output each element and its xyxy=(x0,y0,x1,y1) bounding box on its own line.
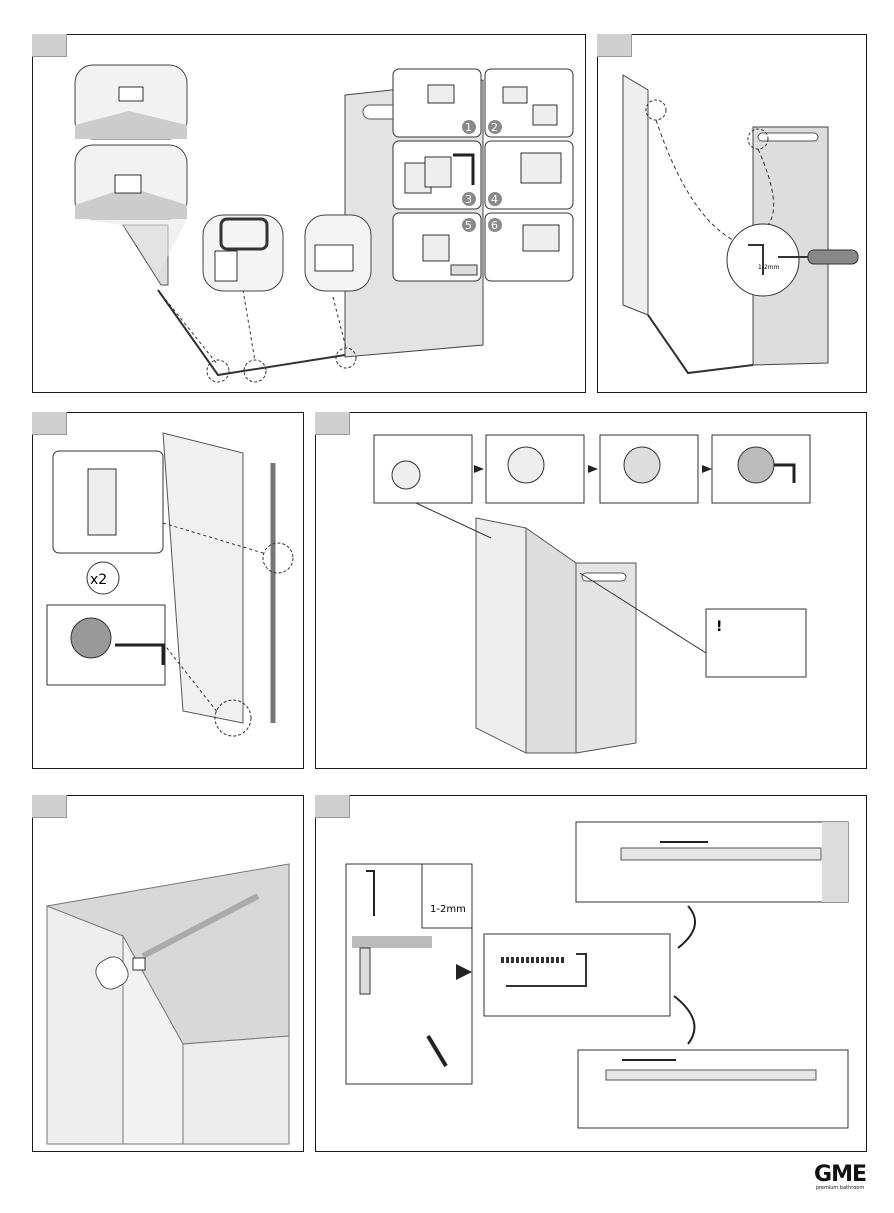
step-panel-3: x2 xyxy=(32,412,304,769)
panel-4-illustration: ! xyxy=(316,413,868,770)
step-4-badge: 4 xyxy=(491,193,498,206)
step-panel-4: ! xyxy=(315,412,867,769)
panel-1-illustration: 1 2 3 4 5 6 xyxy=(33,35,587,394)
gap-label-box: 1-2mm xyxy=(430,904,466,915)
arrow-right-icon xyxy=(588,465,598,473)
step-panel-5 xyxy=(32,795,304,1152)
step-panel-6: 1-2mm xyxy=(315,795,867,1152)
step-5-badge: 5 xyxy=(465,219,472,232)
step-panel-1: 1 2 3 4 5 6 xyxy=(32,34,586,393)
brand-logo-text: GME xyxy=(814,1165,866,1185)
step-2-badge: 2 xyxy=(491,121,498,134)
panel-3-illustration: x2 xyxy=(33,413,305,770)
step-3-badge: 3 xyxy=(465,193,472,206)
step-6-badge: 6 xyxy=(491,219,498,232)
gap-label: 1-2mm xyxy=(758,264,780,271)
warning-icon: ! xyxy=(716,619,722,635)
step-1-badge: 1 xyxy=(465,121,472,134)
panel-5-illustration xyxy=(33,796,305,1153)
arrow-right-icon xyxy=(474,465,484,473)
brand-tagline: premium bathroom xyxy=(814,1185,866,1191)
brand-logo: GME premium bathroom xyxy=(814,1165,866,1191)
panel-2-illustration: 1-2mm xyxy=(598,35,868,394)
arrow-right-icon xyxy=(702,465,712,473)
step-panel-2: 1-2mm xyxy=(597,34,867,393)
quantity-label: x2 xyxy=(90,572,107,588)
panel-6-illustration: 1-2mm xyxy=(316,796,868,1153)
